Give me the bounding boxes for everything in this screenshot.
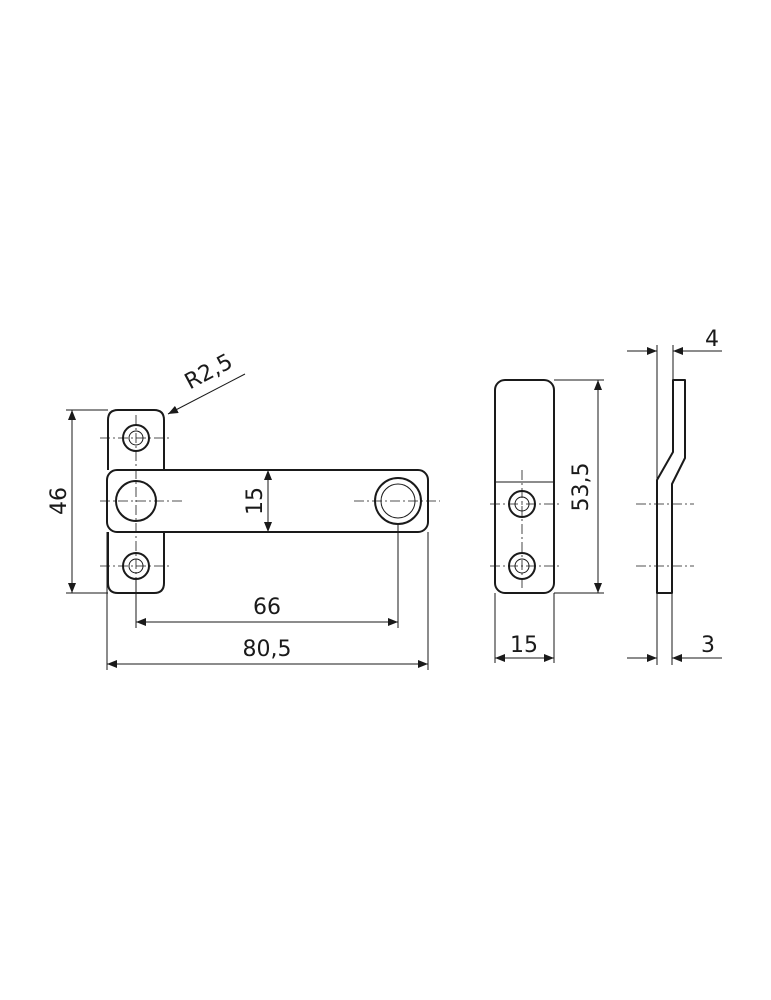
profile-view: 4 3 xyxy=(627,327,722,665)
radius-leader xyxy=(167,373,246,415)
dim-thickness: 3 xyxy=(701,633,715,658)
dim-offset: 4 xyxy=(705,327,719,352)
dim-bar-width: 15 xyxy=(243,487,268,515)
side-view: 53,5 15 xyxy=(490,379,604,663)
dim-height-front: 46 xyxy=(47,487,72,515)
dim-overall-length: 80,5 xyxy=(243,637,292,662)
dim-width-side: 15 xyxy=(510,633,538,658)
dim-radius: R2,5 xyxy=(181,349,237,395)
front-view: 46 15 66 80,5 R2,5 xyxy=(47,349,440,670)
side-plate-outline xyxy=(494,379,555,594)
vertical-plate-outline xyxy=(107,409,165,470)
dim-hole-spacing: 66 xyxy=(253,595,281,620)
dim-height-side: 53,5 xyxy=(569,463,594,512)
profile-outline xyxy=(656,379,686,594)
